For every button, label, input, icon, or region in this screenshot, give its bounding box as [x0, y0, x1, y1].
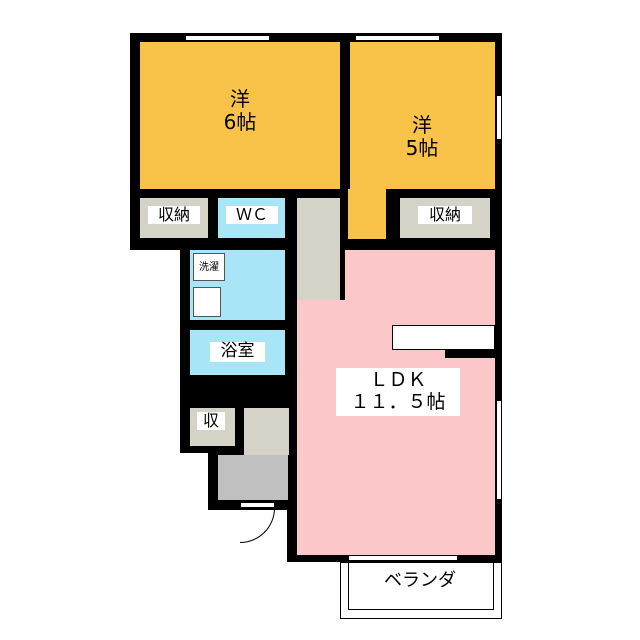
entrance [218, 455, 288, 500]
window [348, 555, 458, 561]
kitchen-counter [392, 325, 495, 350]
laundry-label: 洗濯 [193, 253, 225, 281]
hallway [297, 198, 340, 300]
western-room-5-door-area [348, 189, 386, 239]
room-type: 洋 [230, 87, 250, 111]
balcony-label: ベランダ [370, 570, 470, 592]
bath-label: 浴室 [210, 341, 265, 362]
entrance-door[interactable] [240, 502, 275, 508]
balcony-inner [348, 562, 494, 610]
room-name: ＬＤＫ [369, 369, 427, 391]
door-swing [240, 508, 275, 543]
wc-label: ＷＣ [226, 205, 278, 225]
window [496, 95, 502, 140]
room-type: 洋 [412, 113, 432, 137]
window [355, 35, 440, 41]
storage-label: 収 [197, 411, 225, 431]
closet-right-label: 収納 [418, 205, 472, 225]
room-size: 6帖 [223, 110, 257, 134]
window [496, 400, 502, 500]
entrance-hall [244, 408, 289, 455]
room-size: １１．５帖 [350, 390, 446, 413]
window [185, 35, 270, 41]
washbasin-icon [193, 287, 221, 317]
wall [445, 350, 495, 358]
ldk [297, 300, 347, 555]
closet-left-label: 収納 [148, 205, 200, 225]
room-size: 5帖 [405, 136, 439, 160]
